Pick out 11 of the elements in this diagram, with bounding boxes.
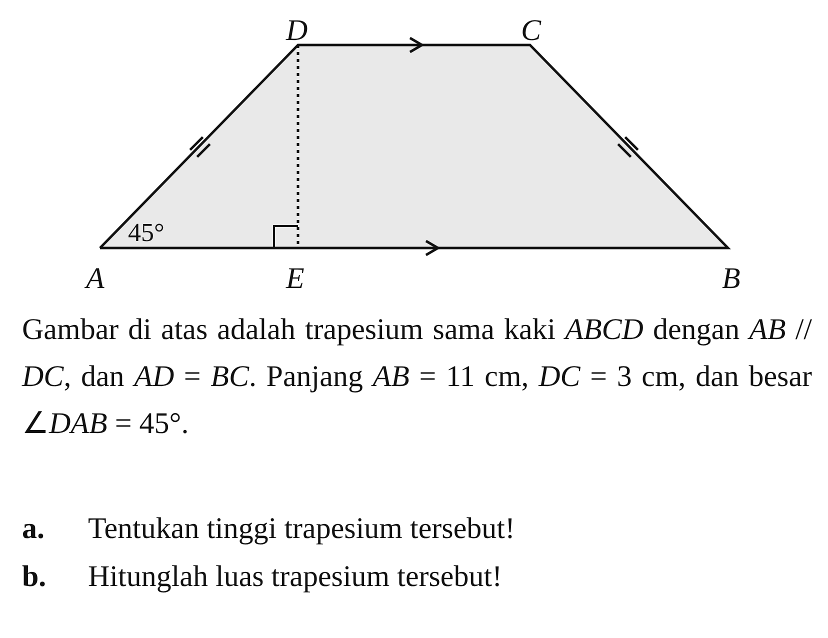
vertex-label: B — [722, 262, 740, 296]
vertex-label: A — [86, 262, 104, 296]
question-text: Hitunglah luas trapesium tersebut! — [88, 560, 502, 594]
question-text: Tentukan tinggi trapesium tersebut! — [88, 512, 515, 546]
vertex-label: D — [286, 14, 308, 48]
vertex-label: C — [521, 14, 542, 48]
angle-label: 45° — [128, 218, 164, 248]
vertex-label: E — [286, 262, 304, 296]
item-marker: a. — [22, 512, 44, 546]
problem-paragraph: Gambar di atas adalah trapesium sama kaki ABCD dengan AB // DC, dan AD = BC. Panjang AB = 11 cm, DC = 3 cm, dan besar ∠DAB = 45°. — [22, 312, 812, 442]
item-marker: b. — [22, 560, 46, 594]
